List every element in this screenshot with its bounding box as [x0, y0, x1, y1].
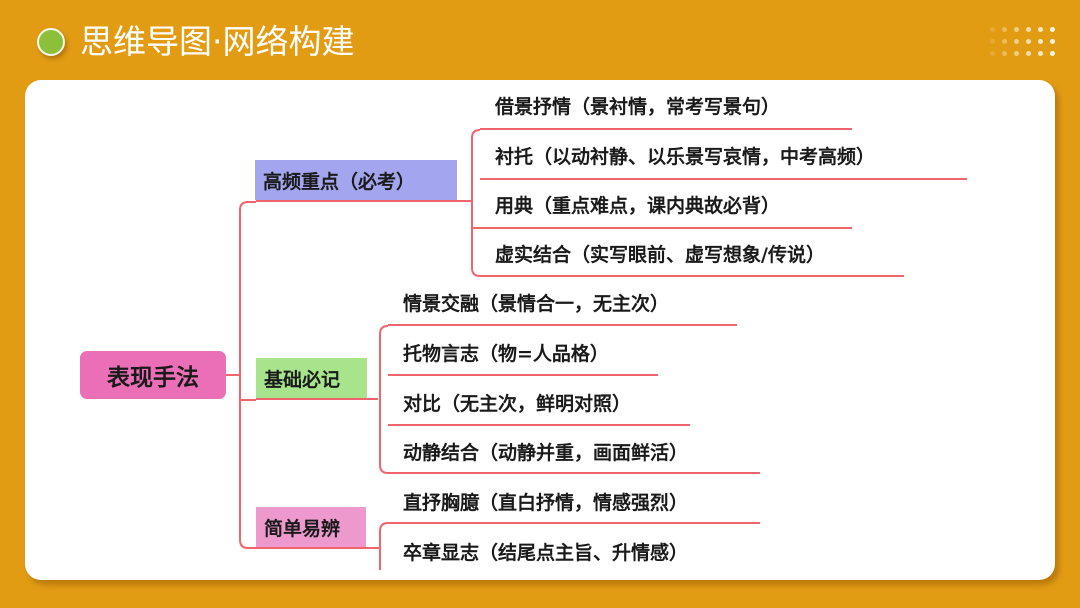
- green-circle-bullet-icon: [37, 28, 65, 56]
- leaf-node: 虚实结合（实写眼前、虚写想象/传说）: [495, 244, 825, 266]
- root-node: 表现手法: [80, 351, 226, 399]
- branch-basic: 基础必记: [256, 358, 367, 398]
- leaf-node: 用典（重点难点，课内典故必背）: [495, 195, 781, 217]
- leaf-node: 托物言志（物=人品格）: [403, 343, 609, 365]
- slide-header: 思维导图·网络构建: [0, 0, 1080, 82]
- leaf-node: 直抒胸臆（直白抒情，情感强烈）: [403, 492, 689, 514]
- leaf-node: 卒章显志（结尾点主旨、升情感）: [403, 542, 689, 564]
- leaf-node: 情景交融（景情合一，无主次）: [403, 293, 670, 315]
- leaf-node: 对比（无主次，鲜明对照）: [403, 393, 632, 415]
- root-label: 表现手法: [107, 365, 199, 391]
- dot-grid-icon: [990, 27, 1060, 63]
- slide-title: 思维导图·网络构建: [80, 22, 355, 61]
- branch-easy: 简单易辨: [256, 507, 366, 547]
- branch-label: 高频重点（必考）: [263, 170, 416, 193]
- leaf-node: 衬托（以动衬静、以乐景写哀情，中考高频）: [495, 146, 876, 168]
- leaf-node: 动静结合（动静并重，画面鲜活）: [403, 442, 689, 464]
- content-card: [25, 80, 1055, 580]
- branch-label: 简单易辨: [264, 517, 341, 540]
- leaf-node: 借景抒情（景衬情，常考写景句）: [495, 96, 781, 118]
- branch-label: 基础必记: [264, 368, 341, 391]
- branch-high-frequency: 高频重点（必考）: [255, 160, 457, 200]
